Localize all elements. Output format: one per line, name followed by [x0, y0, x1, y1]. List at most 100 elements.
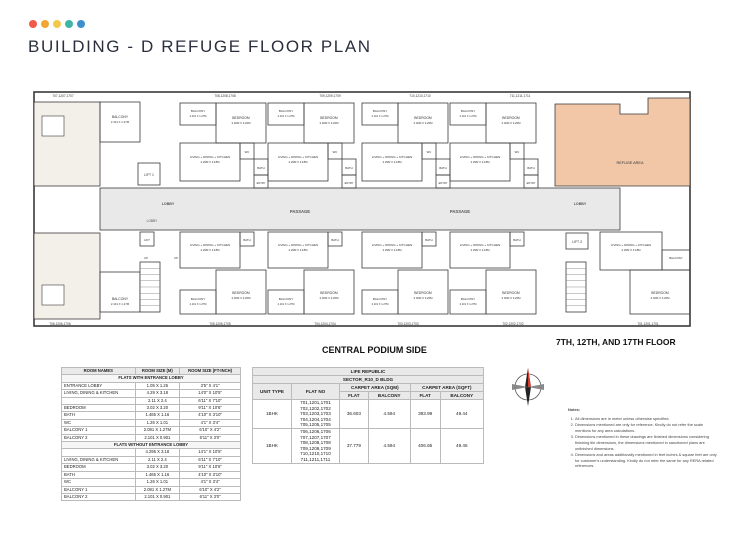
flat-number-label: 707,1207,1707	[52, 94, 73, 98]
table-cell: 2.081 X 1.27M	[134, 485, 181, 494]
table-cell: 9'11" X 10'6"	[179, 463, 241, 472]
table-cell: LIVING, DINING & KITCHEN	[61, 455, 136, 465]
living-size: 4.29M X 3.18M	[622, 248, 642, 252]
living-label: LIVING + DINING + KITCHEN	[611, 243, 651, 247]
entry-label: ENTRY	[439, 181, 448, 185]
room-sizes-header-cell: ROOM SIZE (M)	[134, 366, 181, 376]
bath-label: BATH	[425, 238, 432, 242]
flat-number: 704,1204,1704	[300, 416, 331, 422]
living-room	[449, 142, 511, 182]
table-cell: 14'1" X 10'5"	[179, 448, 241, 457]
table-cell: ENTRANCE LOBBY	[61, 381, 136, 391]
flat-room	[33, 101, 101, 187]
entry-label: ENTRY	[527, 181, 536, 185]
balcony-label: BALCONY	[191, 297, 205, 301]
balcony-label: BALCONY	[279, 297, 293, 301]
building-outline	[33, 91, 691, 327]
flat-number-label: 703,1203,1703	[397, 322, 418, 326]
wc-room	[327, 142, 343, 160]
bath-room	[421, 231, 437, 247]
flat-number-label: 702,1202,1702	[502, 322, 523, 326]
flats-area-table: LIFE REPUBLIC SECTOR_R10_D BLDG UNIT TYP…	[252, 367, 485, 464]
table-cell: 2.101 X 0.901	[134, 433, 181, 443]
refuge-area-label: REFUGE AREA	[616, 161, 643, 165]
flat-number-label: 701,1201,1701	[637, 322, 658, 326]
balcony-label: BALCONY	[669, 256, 683, 260]
flat-number: 710,1210,1710	[300, 451, 331, 457]
notes-list: All dimensions are in meter unless other…	[568, 416, 718, 469]
flat-number: 708,1208,1708	[300, 440, 331, 446]
compass-icon	[512, 368, 544, 406]
refuge-area	[554, 97, 691, 187]
lobby-label: LOBBY	[162, 202, 175, 206]
wc-label: WC	[333, 150, 338, 154]
sqm-balcony-header: BALCONY	[367, 391, 411, 400]
bedroom-size: 3.02M X 3.20M	[651, 296, 671, 300]
balcony-size: 2.101 X 1.27M	[460, 302, 477, 306]
table-cell: LIVING, DINING & KITCHEN	[61, 389, 136, 398]
section-label: FLATS WITH ENTRANCE LOBBY	[61, 374, 241, 383]
passage-label: PASSAGE	[450, 209, 470, 214]
table-cell: 2.081 X 1.27M	[134, 426, 181, 435]
note-item: Dimensions and areas additionally mentio…	[575, 452, 718, 469]
balcony-size: 2.101 X 1.27M	[190, 114, 207, 118]
balcony-room	[99, 101, 141, 143]
wc-room	[421, 142, 437, 160]
living-label: LIVING + DINING + KITCHEN	[372, 155, 412, 159]
entry-label: ENTRY	[257, 181, 266, 185]
flat-number: 703,1203,1703	[300, 411, 331, 417]
bedroom-label: BEDROOM	[651, 291, 669, 295]
lift-shaft	[137, 162, 161, 186]
brand-dots	[29, 20, 85, 28]
flat-number-label: 709,1209,1709	[319, 94, 340, 98]
sqft-flat-header: FLAT	[409, 391, 441, 400]
table-cell: 1.26 X 1.01	[134, 478, 181, 487]
table-cell: 1BHK	[252, 427, 292, 464]
balcony-label: BALCONY	[191, 109, 205, 113]
living-label: LIVING + DINING + KITCHEN	[460, 243, 500, 247]
balcony-size: 2.101 X 1.27M	[372, 114, 389, 118]
table-cell: 4'1" X 3'4"	[179, 418, 241, 428]
living-size: 4.29M X 3.18M	[289, 160, 309, 164]
table-cell: 4'10" X 3'10"	[179, 411, 241, 420]
table-cell: 4.594	[367, 427, 411, 464]
bath-label: BATH	[345, 166, 352, 170]
table-cell: 1BHK	[252, 399, 292, 429]
balcony-room	[449, 289, 487, 315]
dot-blue	[77, 20, 85, 28]
balcony-room	[99, 271, 141, 313]
flat-number: 702,1202,1702	[300, 405, 331, 411]
living-size: 4.29M X 3.18M	[383, 160, 403, 164]
balcony-room	[661, 249, 691, 271]
room-sizes-header-cell: ROOM SIZE (FT-INCH)	[179, 366, 241, 376]
entry-room	[341, 174, 357, 189]
table-cell: BALCONY 2	[61, 492, 136, 502]
bedroom-size: 3.02M X 3.20M	[232, 121, 252, 125]
lift-label: LIFT	[144, 238, 150, 242]
lift-label: LIFT 1	[144, 173, 154, 177]
living-label: LIVING + DINING + KITCHEN	[372, 243, 412, 247]
balcony-size: 2.101 X 1.27M	[460, 114, 477, 118]
living-label: LIVING + DINING + KITCHEN	[460, 155, 500, 159]
lobby-label: LOBBY	[574, 202, 587, 206]
bedroom-label: BEDROOM	[414, 116, 432, 120]
bath-label: BATH	[513, 238, 520, 242]
living-room	[179, 231, 241, 269]
table-cell: BALCONY 2	[61, 433, 136, 443]
table-cell: 393.99	[409, 399, 441, 429]
lobby-label: LOBBY	[147, 219, 159, 223]
living-size: 4.29M X 3.18M	[471, 160, 491, 164]
flat-number-label: 704,1204,1704	[314, 322, 335, 326]
bath-room	[509, 231, 525, 247]
stair-label: UP	[144, 256, 148, 260]
table-cell: WC	[61, 418, 136, 428]
lift-label: LIFT 3	[572, 240, 582, 244]
